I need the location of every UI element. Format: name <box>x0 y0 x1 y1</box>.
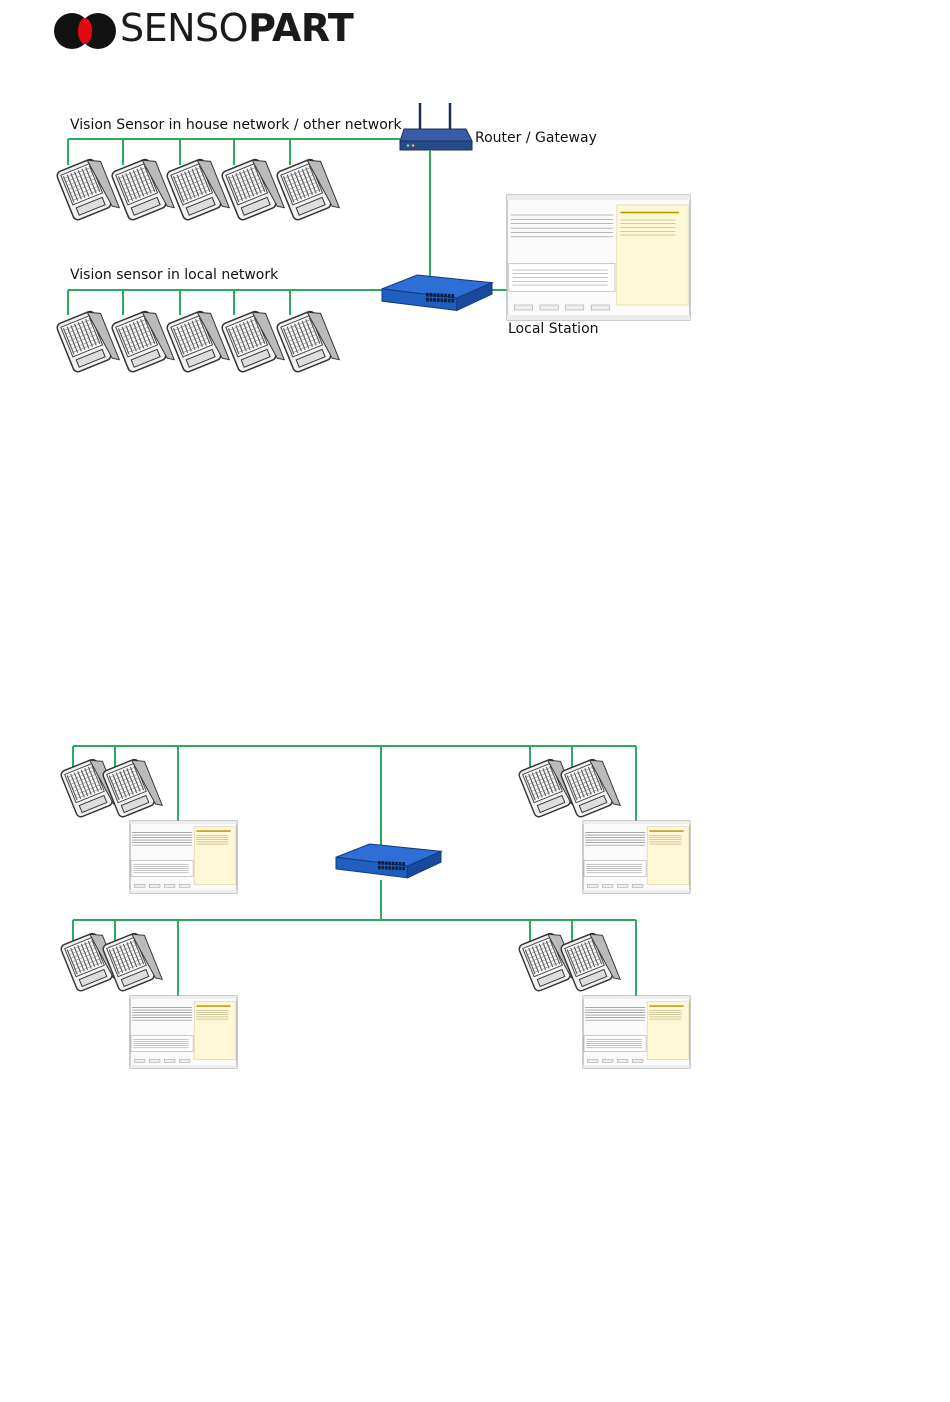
network-switch-icon <box>336 844 441 878</box>
vision-sensor-icon <box>276 308 340 377</box>
software-window-icon <box>130 996 237 1068</box>
vision-sensor-icon <box>221 308 285 377</box>
router-label: Router / Gateway <box>475 130 597 146</box>
vision-sensor-icon <box>221 156 285 225</box>
vision-sensor-icon <box>276 156 340 225</box>
vision-sensor-icon <box>102 756 162 822</box>
vision-sensor-icon <box>560 930 620 996</box>
software-window-icon <box>507 195 690 320</box>
vision-sensor-icon <box>111 156 175 225</box>
vision-sensor-icon <box>166 308 230 377</box>
local-station-label: Local Station <box>508 321 599 337</box>
software-window-icon <box>583 821 690 893</box>
vision-sensor-icon <box>560 756 620 822</box>
software-window-icon <box>583 996 690 1068</box>
local-network-label: Vision sensor in local network <box>70 267 278 283</box>
vision-sensor-icon <box>166 156 230 225</box>
network-switch-icon <box>382 275 492 310</box>
vision-sensor-icon <box>56 156 120 225</box>
vision-sensor-icon <box>56 308 120 377</box>
router-icon <box>400 103 472 150</box>
software-window-icon <box>130 821 237 893</box>
vision-sensor-icon <box>111 308 175 377</box>
vision-sensor-icon <box>102 930 162 996</box>
house-network-label: Vision Sensor in house network / other n… <box>70 117 402 133</box>
